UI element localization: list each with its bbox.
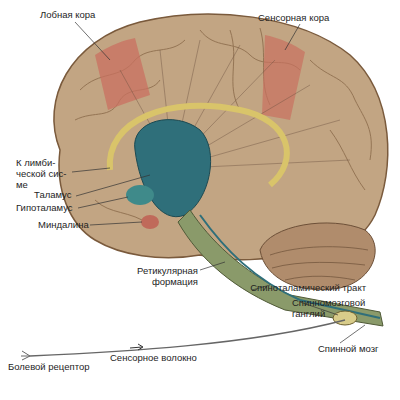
structure-label: Таламус [34,189,104,200]
structure-label: Ретикулярная формация [128,265,198,287]
leader-lines [72,22,365,343]
sensory-fiber [30,320,345,356]
structure-label: Спинной мозг [318,343,393,354]
cerebrum [54,14,388,260]
amygdala [141,215,159,229]
gyri [75,28,371,225]
structure-label: Миндалина [38,219,108,230]
hypothalamus [126,185,154,205]
cerebellum [260,223,375,290]
structure-label: Спинномозговой ганглий [292,297,392,319]
sensory-area [262,35,305,120]
brainstem [178,210,383,326]
structure-label: Сенсорное волокно [110,352,220,363]
cerebellum-folia [270,247,368,280]
structure-label: Гипоталамус [16,202,96,213]
structure-label: Спиноталамический тракт [236,282,366,293]
pain-receptor [21,351,30,360]
structure-label: Сенсорная кора [258,12,358,23]
structure-label: К лимби- ческой сис- ме [16,157,70,190]
structure-label: Лобная кора [40,9,120,20]
structure-label: Болевой рецептор [8,361,118,372]
direction-arrow [130,344,143,350]
